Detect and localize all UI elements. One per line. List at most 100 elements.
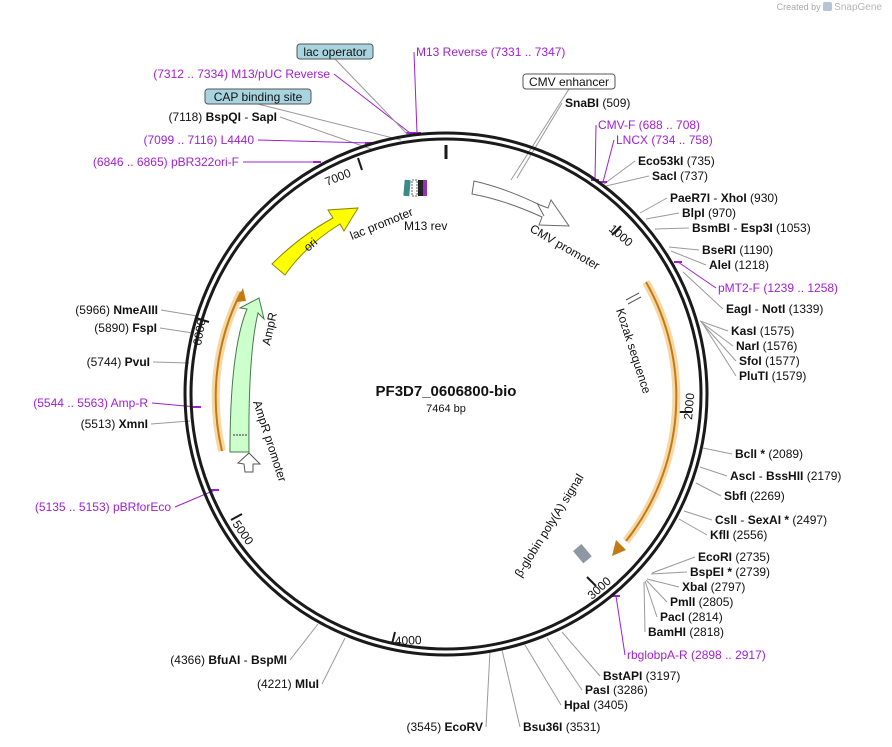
site-label[interactable]: SnaBI (509) [565, 96, 630, 110]
site-label[interactable]: BspEI * (2739) [690, 565, 770, 579]
site-label[interactable]: (7118) BspQI - SapI [169, 110, 278, 124]
site-label[interactable]: KflI (2556) [710, 528, 767, 542]
primer-pmt2-f[interactable]: pMT2-F (1239 .. 1258) [718, 281, 838, 295]
site-bstapi[interactable]: BstAPI (3197) [603, 669, 680, 683]
site-alei[interactable]: AleI (1218) [709, 258, 769, 272]
primer-label[interactable]: rbglobpA-R (2898 .. 2917) [627, 648, 766, 662]
site-pasi[interactable]: PasI (3286) [585, 683, 648, 697]
site-label[interactable]: SacI (737) [652, 169, 708, 183]
site-label[interactable]: BseRI (1190) [702, 243, 773, 257]
primer-amp-r[interactable]: (5544 .. 5563) Amp-R [33, 396, 148, 410]
site-mlui[interactable]: (4221) MluI [257, 677, 319, 691]
site-label[interactable]: HpaI (3405) [564, 698, 628, 712]
lac-promoter-block[interactable] [403, 179, 411, 197]
site-nmeaiii[interactable]: (5966) NmeAIII [75, 303, 158, 317]
site-label[interactable]: PluTI (1579) [739, 369, 806, 383]
site-label[interactable]: SfoI (1577) [739, 354, 800, 368]
site-blpi[interactable]: BlpI (970) [682, 206, 736, 220]
cap-site-block[interactable] [418, 180, 423, 196]
site-pvui[interactable]: (5744) PvuI [87, 355, 150, 369]
site-sapi[interactable]: (7118) BspQI - SapI [169, 110, 278, 124]
lac-operator-block[interactable] [411, 179, 418, 197]
site-label[interactable]: EcoRI (2735) [698, 550, 770, 564]
primer-pbrforeco[interactable]: (5135 .. 5153) pBRforEco [35, 500, 171, 514]
site-label[interactable]: AleI (1218) [709, 258, 769, 272]
orf-arc-right[interactable] [625, 281, 678, 542]
site-label[interactable]: (4221) MluI [257, 677, 319, 691]
site-csli[interactable]: CslI - SexAI * (2497) [715, 513, 827, 527]
ampr-promoter-arrow[interactable] [236, 452, 262, 473]
site-snabi[interactable]: SnaBI (509) [565, 96, 630, 110]
site-xmni[interactable]: (5513) XmnI [81, 417, 148, 431]
site-label[interactable]: AscI - BssHII (2179) [730, 469, 841, 483]
site-ecori[interactable]: EcoRI (2735) [698, 550, 770, 564]
site-label[interactable]: BlpI (970) [682, 206, 736, 220]
primer-pbr322ori-f[interactable]: (6846 .. 6865) pBR322ori-F [93, 155, 239, 169]
primer-label[interactable]: CMV-F (688 .. 708) [598, 118, 700, 132]
primer-l4440[interactable]: (7099 .. 7116) L4440 [143, 133, 254, 147]
ampr-arrow[interactable] [229, 297, 265, 453]
site-label[interactable]: NarI (1576) [736, 339, 797, 353]
site-label[interactable]: (5966) NmeAIII [75, 303, 158, 317]
m13-rev-block[interactable] [423, 180, 427, 196]
site-label[interactable]: Bsu36I (3531) [523, 720, 600, 734]
site-bamhi[interactable]: BamHI (2818) [648, 625, 724, 639]
box-cmv-enhancer[interactable]: CMV enhancer [522, 73, 616, 90]
primer-lncx[interactable]: LNCX (734 .. 758) [616, 133, 713, 147]
polya-signal-block[interactable] [573, 544, 592, 564]
site-label[interactable]: BclI * (2089) [735, 447, 803, 461]
site-ecorv[interactable]: (3545) EcoRV [407, 720, 484, 734]
site-paci[interactable]: PacI (2814) [660, 610, 723, 624]
site-bspmi[interactable]: (4366) BfuAI - BspMI [170, 653, 287, 667]
site-label[interactable]: KasI (1575) [731, 324, 794, 338]
site-hpai[interactable]: HpaI (3405) [564, 698, 628, 712]
site-label[interactable]: BstAPI (3197) [603, 669, 680, 683]
site-label[interactable]: XbaI (2797) [682, 580, 745, 594]
primer-label[interactable]: (7099 .. 7116) L4440 [143, 133, 254, 147]
site-kfli[interactable]: KflI (2556) [710, 528, 767, 542]
orf-arc-left[interactable] [214, 291, 242, 452]
site-label[interactable]: (3545) EcoRV [407, 720, 484, 734]
site-label[interactable]: (5513) XmnI [81, 417, 148, 431]
site-label[interactable]: BsmBI - Esp3I (1053) [692, 221, 811, 235]
site-label[interactable]: CslI - SexAI * (2497) [715, 513, 827, 527]
primer-label[interactable]: LNCX (734 .. 758) [616, 133, 713, 147]
site-bcli[interactable]: BclI * (2089) [735, 447, 803, 461]
site-eco53ki[interactable]: Eco53kI (735) [638, 154, 715, 168]
site-sbfi[interactable]: SbfI (2269) [724, 489, 785, 503]
primer-m13-puc-reverse[interactable]: (7312 .. 7334) M13/pUC Reverse [153, 67, 330, 81]
site-label[interactable]: PaeR7I - XhoI (930) [670, 191, 778, 205]
site-bsmbi[interactable]: BsmBI - Esp3I (1053) [692, 221, 811, 235]
primer-label[interactable]: (7312 .. 7334) M13/pUC Reverse [153, 67, 330, 81]
site-label[interactable]: PacI (2814) [660, 610, 723, 624]
primer-cmv-f[interactable]: CMV-F (688 .. 708) [598, 118, 700, 132]
primer-m13-reverse[interactable]: M13 Reverse (7331 .. 7347) [416, 45, 565, 59]
site-saci[interactable]: SacI (737) [652, 169, 708, 183]
ori-arrow[interactable] [271, 207, 359, 276]
primer-label[interactable]: M13 Reverse (7331 .. 7347) [416, 45, 565, 59]
site-sfoi[interactable]: SfoI (1577) [739, 354, 800, 368]
site-label[interactable]: SbfI (2269) [724, 489, 785, 503]
primer-label[interactable]: (5544 .. 5563) Amp-R [33, 396, 148, 410]
site-pluti[interactable]: PluTI (1579) [739, 369, 806, 383]
primer-label[interactable]: (6846 .. 6865) pBR322ori-F [93, 155, 239, 169]
site-nari[interactable]: NarI (1576) [736, 339, 797, 353]
site-label[interactable]: EagI - NotI (1339) [726, 302, 823, 316]
site-bseri[interactable]: BseRI (1190) [702, 243, 773, 257]
site-bsu36i[interactable]: Bsu36I (3531) [523, 720, 600, 734]
site-label[interactable]: (5744) PvuI [87, 355, 150, 369]
site-pmli[interactable]: PmlI (2805) [670, 595, 733, 609]
site-asci[interactable]: AscI - BssHII (2179) [730, 469, 841, 483]
site-label[interactable]: Eco53kI (735) [638, 154, 715, 168]
site-xbai[interactable]: XbaI (2797) [682, 580, 745, 594]
site-eagi[interactable]: EagI - NotI (1339) [726, 302, 823, 316]
site-fspi[interactable]: (5890) FspI [94, 321, 157, 335]
box-lac-operator[interactable]: lac operator [296, 43, 374, 60]
site-kasi[interactable]: KasI (1575) [731, 324, 794, 338]
primer-label[interactable]: (5135 .. 5153) pBRforEco [35, 500, 171, 514]
site-label[interactable]: (4366) BfuAI - BspMI [170, 653, 287, 667]
site-label[interactable]: (5890) FspI [94, 321, 157, 335]
site-label[interactable]: PmlI (2805) [670, 595, 733, 609]
site-paer7i[interactable]: PaeR7I - XhoI (930) [670, 191, 778, 205]
cmv-promoter-arrow[interactable] [471, 180, 570, 227]
